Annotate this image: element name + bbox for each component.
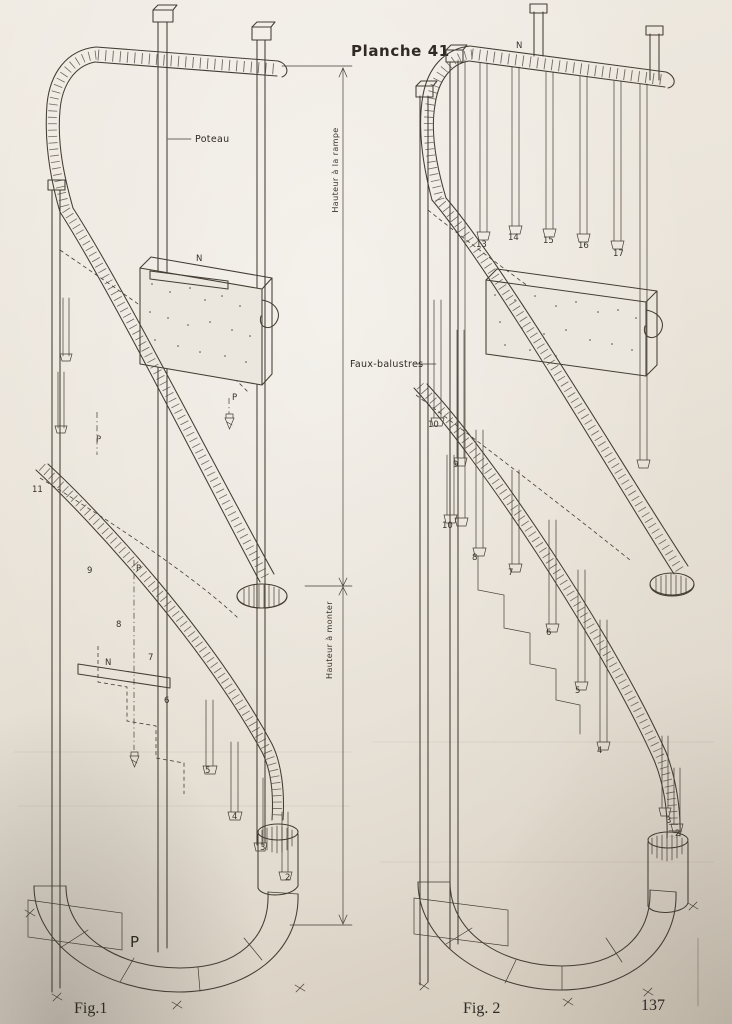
- fig2-base-plan: [413, 881, 677, 991]
- fig2-survey-marks: [418, 901, 699, 1007]
- annotation-label: 6: [164, 696, 169, 706]
- fig2-annotations: N 13 14 15 16 17 10 9 10 8 7 6 5 4 3 2: [428, 41, 680, 839]
- fig1-survey-marks: [24, 908, 306, 1010]
- fig2-posts: [415, 3, 664, 986]
- fig1-newel-panel: [139, 256, 279, 386]
- annotation-label: 5: [575, 686, 580, 696]
- annotation-label: 4: [232, 812, 237, 822]
- fig1-base-plan: [27, 885, 299, 993]
- dimension-label-rampe: Hauteur à la rampe: [331, 127, 340, 212]
- dimension-label-monter: Hauteur à monter: [325, 601, 334, 679]
- fig2-caption: Fig. 2: [463, 1000, 501, 1017]
- fig2-newel-panel: [485, 268, 663, 377]
- fig2-spiral-balusters: [430, 299, 684, 833]
- annotation-label: 15: [543, 236, 554, 246]
- annotation-label: P: [136, 564, 141, 574]
- annotation-label: 10: [428, 420, 439, 430]
- annotation-label: 8: [116, 620, 121, 630]
- annotation-label: 7: [148, 653, 153, 663]
- fig1-handrail-upper: [45, 46, 288, 213]
- annotation-label: 13: [476, 240, 487, 250]
- annotation-label: 3: [666, 816, 671, 826]
- fig2-bottom-cylinder: [647, 831, 689, 913]
- poteau-label: Poteau: [195, 134, 229, 145]
- leader-labels: Poteau Faux-balustres: [167, 134, 437, 370]
- fig1-plumb-bobs: [96, 398, 235, 768]
- paper-ghost-lines: [14, 741, 714, 863]
- annotation-label: P: [96, 435, 101, 445]
- fig1-plan-letter: P: [130, 933, 139, 951]
- plate-title: Planche 41: [351, 42, 450, 60]
- annotation-label: 14: [508, 233, 519, 243]
- fig1-mid-drum: [236, 583, 288, 609]
- annotation-label: N: [105, 658, 111, 668]
- fig1-posts: [47, 4, 276, 993]
- annotation-label: 8: [472, 553, 477, 563]
- annotation-label: N: [196, 254, 202, 264]
- fig1-drawing: [24, 4, 306, 1010]
- fig2-ramp-upper: [431, 196, 689, 575]
- dimension-line: Hauteur à la rampe Hauteur à monter: [281, 65, 353, 926]
- fig2-handrail-upper: [420, 45, 675, 202]
- fig2-drawing: [413, 3, 699, 1007]
- page-number: 137: [641, 997, 665, 1014]
- fig2-mid-drum: [649, 572, 695, 597]
- fig1-caption: Fig.1: [74, 1000, 108, 1017]
- fig1-mid-bar: [77, 663, 171, 689]
- annotation-label: 11: [32, 485, 43, 495]
- annotation-label: 9: [87, 566, 92, 576]
- annotation-label: 7: [508, 568, 513, 578]
- annotation-label: 16: [578, 241, 589, 251]
- annotation-label: 2: [675, 829, 680, 839]
- fig1-bottom-cylinder: [257, 823, 299, 896]
- annotation-label: 6: [546, 628, 551, 638]
- annotation-label: 9: [453, 460, 458, 470]
- annotation-label: 3: [260, 843, 265, 853]
- annotation-label: N: [516, 41, 522, 51]
- annotation-label: 17: [613, 249, 624, 259]
- fig1-annotations: N P P 11 P 9 8 N 7 6 5 4 3 2 P: [32, 254, 290, 951]
- annotation-label: 4: [597, 746, 602, 756]
- annotation-label: 2: [285, 873, 290, 883]
- faux-balustres-label: Faux-balustres: [350, 359, 423, 370]
- annotation-label: 10: [442, 521, 453, 531]
- annotation-label: P: [232, 393, 237, 403]
- annotation-label: 5: [205, 766, 210, 776]
- fig1-balusters: [54, 297, 293, 881]
- fig1-ramp-upper: [59, 207, 275, 583]
- fig1-ramp-lower: [35, 463, 284, 821]
